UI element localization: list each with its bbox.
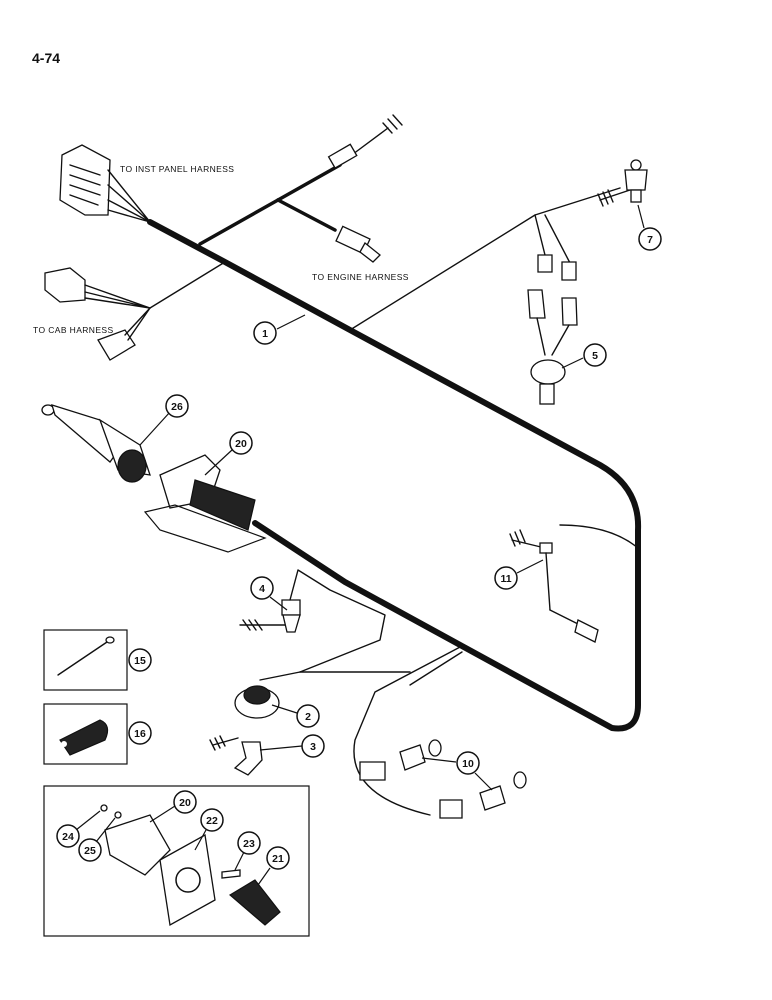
part-7-connector xyxy=(624,159,648,203)
callout-20-main: 20 xyxy=(204,431,253,476)
svg-text:2: 2 xyxy=(305,711,311,723)
callout-20-kit: 20 xyxy=(149,790,197,823)
part-10-switch xyxy=(359,739,527,819)
ground-symbol xyxy=(209,735,239,751)
callout-3: 3 xyxy=(259,734,325,758)
part-3-elbow xyxy=(233,741,263,776)
svg-text:16: 16 xyxy=(134,728,146,740)
engine-harness-connector xyxy=(327,143,381,263)
callout-5: 5 xyxy=(561,343,607,369)
part-5-switch xyxy=(527,254,578,405)
callout-24: 24 xyxy=(56,810,101,848)
callout-10: 10 xyxy=(421,751,493,791)
svg-text:11: 11 xyxy=(500,573,511,585)
inst-panel-connector xyxy=(59,144,151,223)
callout-11: 11 xyxy=(494,559,544,590)
page-number: 4-74 xyxy=(32,50,61,66)
callout-1: 1 xyxy=(253,314,306,345)
callout-16: 16 xyxy=(128,721,152,745)
part-16-box xyxy=(43,703,128,765)
callout-4: 4 xyxy=(250,576,288,611)
socket-kit-box xyxy=(43,785,310,937)
svg-text:20: 20 xyxy=(235,438,247,450)
svg-text:23: 23 xyxy=(243,838,255,850)
svg-text:26: 26 xyxy=(171,401,183,413)
callout-15: 15 xyxy=(128,648,152,672)
label-inst-panel: TO INST PANEL HARNESS xyxy=(120,164,234,174)
label-engine: TO ENGINE HARNESS xyxy=(312,272,409,282)
svg-text:7: 7 xyxy=(647,234,653,246)
svg-text:22: 22 xyxy=(206,815,218,827)
callout-22: 22 xyxy=(194,808,224,851)
label-cab: TO CAB HARNESS xyxy=(33,325,114,335)
svg-text:25: 25 xyxy=(84,845,96,857)
part-20-socket xyxy=(143,454,267,553)
svg-text:24: 24 xyxy=(62,831,74,843)
svg-text:4: 4 xyxy=(259,583,265,595)
part-4-sender xyxy=(281,569,386,673)
callout-21: 21 xyxy=(257,846,290,886)
svg-text:5: 5 xyxy=(592,350,598,362)
svg-text:15: 15 xyxy=(134,655,146,667)
svg-text:21: 21 xyxy=(272,853,284,865)
cab-harness-connector xyxy=(44,267,151,361)
part-2-switch xyxy=(234,685,280,719)
part-11-sender xyxy=(539,542,599,643)
ground-symbol xyxy=(597,189,631,207)
callout-26: 26 xyxy=(139,394,189,446)
callout-25: 25 xyxy=(78,817,116,862)
svg-text:3: 3 xyxy=(310,741,316,753)
callout-23: 23 xyxy=(234,831,261,871)
callout-7: 7 xyxy=(637,204,662,251)
svg-text:1: 1 xyxy=(262,328,268,340)
callout-2: 2 xyxy=(271,704,320,728)
svg-text:10: 10 xyxy=(462,758,474,770)
part-26-plug xyxy=(41,404,151,483)
part-15-box xyxy=(43,629,128,691)
svg-text:20: 20 xyxy=(179,797,191,809)
ground-symbol xyxy=(239,619,286,631)
